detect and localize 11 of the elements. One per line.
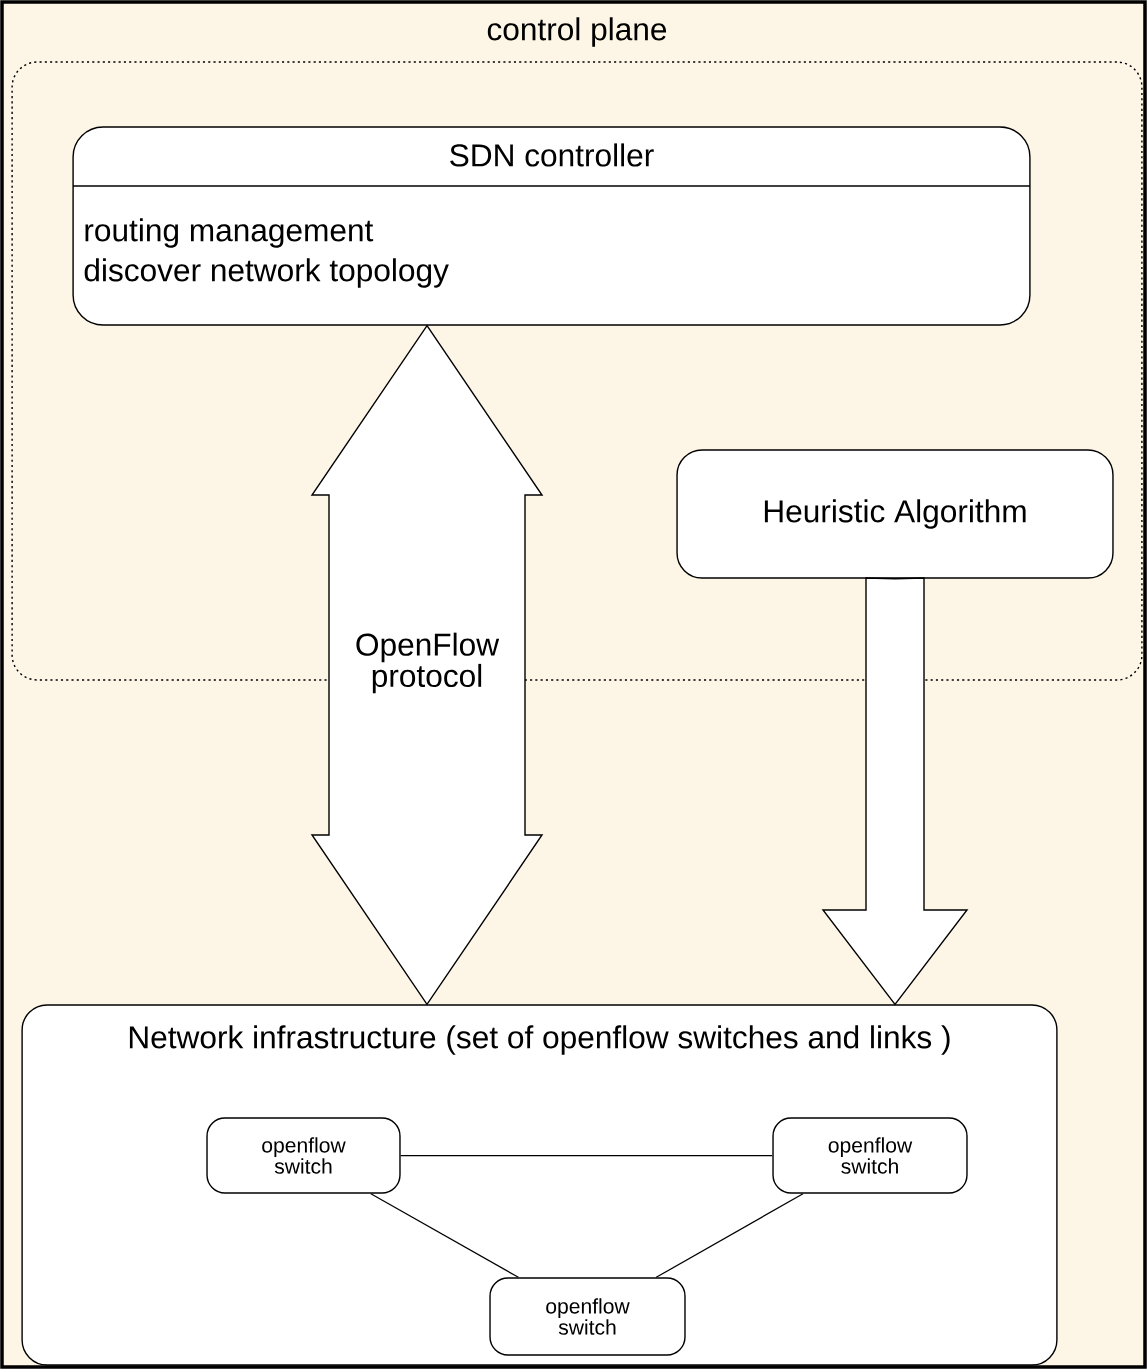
edge-label: OpenFlow protocol	[335, 630, 519, 696]
node-label: control plane	[487, 17, 667, 47]
connector-line	[655, 1193, 804, 1278]
switch-box: openflow switch	[772, 1117, 968, 1194]
block-arrow	[821, 577, 969, 1006]
process-box: Heuristic Algorithm	[676, 449, 1114, 579]
controller-box: SDN controller routing management discover network topology	[72, 126, 1031, 326]
connector-line	[400, 1154, 773, 1157]
switch-box: openflow switch	[489, 1277, 686, 1356]
switch-box: openflow switch	[206, 1117, 401, 1194]
connector-line	[370, 1193, 519, 1278]
